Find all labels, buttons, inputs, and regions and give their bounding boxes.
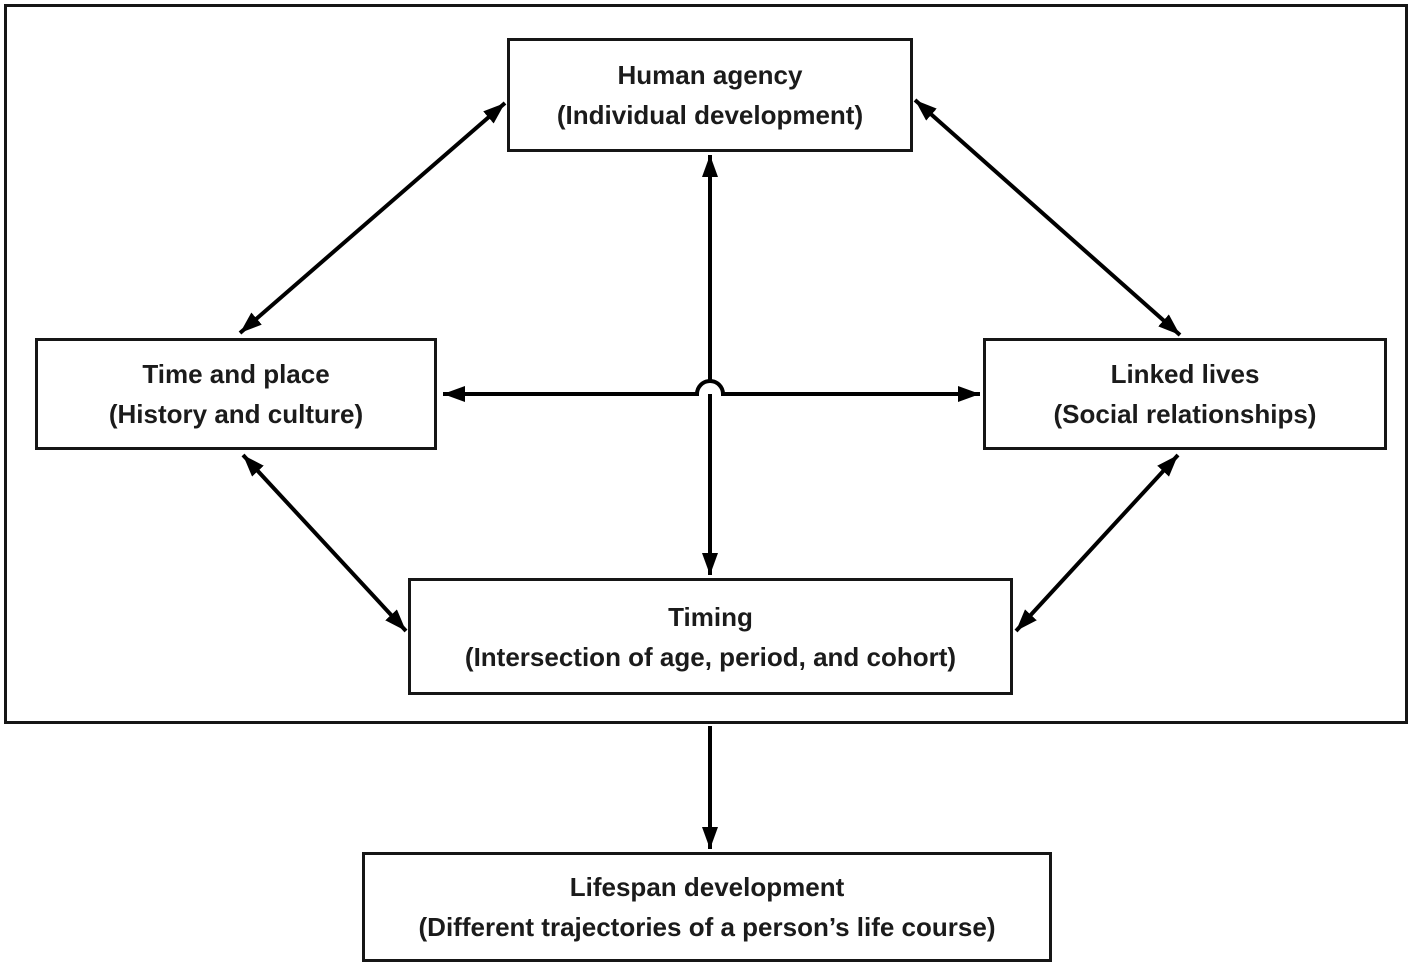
node-human-agency-title: Human agency bbox=[617, 60, 803, 90]
node-time-and-place-subtitle: (History and culture) bbox=[108, 399, 364, 429]
node-timing-subtitle: (Intersection of age, period, and cohort… bbox=[464, 641, 957, 672]
node-linked-lives-title: Linked lives bbox=[1110, 359, 1260, 389]
node-linked-lives: Linked lives (Social relationships) bbox=[983, 338, 1387, 450]
node-human-agency-subtitle: (Individual development) bbox=[556, 100, 864, 130]
node-time-and-place: Time and place (History and culture) bbox=[35, 338, 437, 450]
node-lifespan-development: Lifespan development (Different trajecto… bbox=[362, 852, 1052, 962]
node-human-agency: Human agency (Individual development) bbox=[507, 38, 913, 152]
node-time-and-place-title: Time and place bbox=[142, 359, 330, 389]
node-linked-lives-subtitle: (Social relationships) bbox=[1053, 399, 1317, 429]
node-lifespan-title: Lifespan development bbox=[569, 872, 845, 902]
outer-frame bbox=[4, 4, 1408, 724]
node-lifespan-subtitle: (Different trajectories of a person’s li… bbox=[418, 912, 996, 942]
node-timing: Timing (Intersection of age, period, and… bbox=[408, 578, 1013, 695]
node-timing-title: Timing bbox=[668, 601, 753, 632]
